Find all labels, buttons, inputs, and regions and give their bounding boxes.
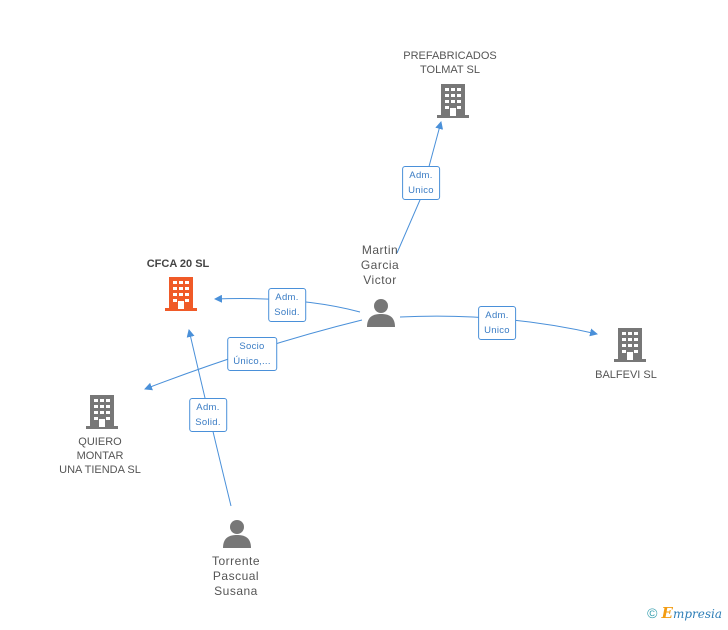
- brand-logo: Empresia: [661, 604, 723, 622]
- node-label-prefabricados[interactable]: PREFABRICADOS TOLMAT SL: [403, 50, 497, 76]
- building-icon[interactable]: [614, 328, 646, 362]
- building-icon[interactable]: [437, 84, 469, 118]
- edge-label-torrente-cfca: Adm. Solid.: [189, 398, 227, 432]
- edge-label-martin-balfevi: Adm. Unico: [478, 306, 516, 340]
- building-icon-highlight[interactable]: [165, 277, 197, 311]
- building-icon[interactable]: [86, 395, 118, 429]
- brand-rest: mpresia: [672, 607, 722, 621]
- node-label-quiero[interactable]: QUIERO MONTAR UNA TIENDA SL: [59, 436, 141, 476]
- node-label-cfca[interactable]: CFCA 20 SL: [146, 258, 210, 270]
- copyright-symbol: ©: [647, 605, 658, 621]
- edge-martin-prefab: [396, 121, 444, 254]
- footer-brand: ©Empresia: [647, 604, 722, 622]
- node-label-martin[interactable]: Martin Garcia Victor: [360, 243, 400, 287]
- edge-label-martin-quiero: Socio Único,...: [227, 337, 277, 371]
- edge-label-martin-cfca: Adm. Solid.: [268, 288, 306, 322]
- brand-initial: E: [661, 604, 673, 622]
- node-label-balfevi[interactable]: BALFEVI SL: [595, 369, 657, 381]
- person-icon[interactable]: [222, 518, 252, 548]
- edge-label-martin-prefab: Adm. Unico: [402, 166, 440, 200]
- person-icon[interactable]: [366, 297, 396, 327]
- node-label-torrente[interactable]: Torrente Pascual Susana: [211, 554, 261, 598]
